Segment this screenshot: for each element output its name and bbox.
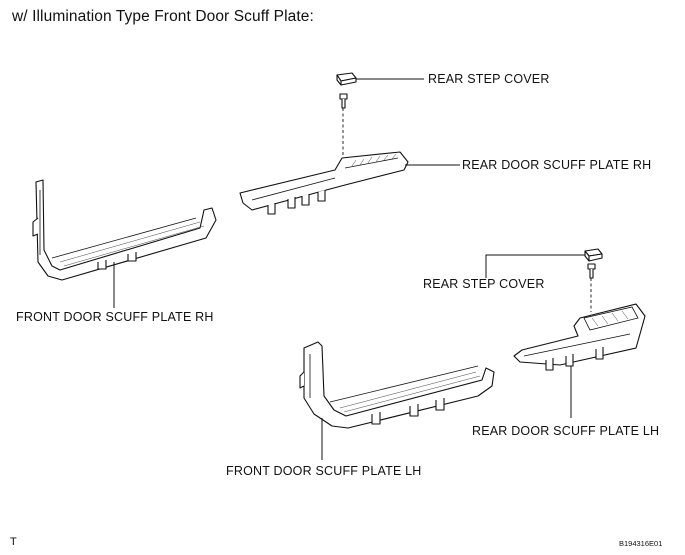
leader-rear-step-cover-bottom bbox=[485, 254, 585, 278]
label-front-door-scuff-plate-rh: FRONT DOOR SCUFF PLATE RH bbox=[16, 310, 214, 324]
label-front-door-scuff-plate-lh: FRONT DOOR SCUFF PLATE LH bbox=[226, 464, 422, 478]
rear-door-scuff-plate-lh-part bbox=[513, 303, 646, 371]
corner-mark: T bbox=[10, 536, 17, 548]
label-rear-door-scuff-plate-lh: REAR DOOR SCUFF PLATE LH bbox=[472, 424, 660, 438]
rear-step-cover-bottom-part bbox=[584, 248, 603, 262]
rear-door-scuff-plate-rh-part bbox=[239, 151, 409, 215]
diagram-heading: w/ Illumination Type Front Door Scuff Pl… bbox=[12, 8, 314, 25]
figure-code: B194316E01 bbox=[619, 539, 663, 548]
clip-bottom bbox=[587, 263, 596, 279]
label-rear-door-scuff-plate-rh: REAR DOOR SCUFF PLATE RH bbox=[462, 158, 652, 172]
front-door-scuff-plate-rh-part bbox=[32, 179, 217, 281]
label-rear-step-cover-top: REAR STEP COVER bbox=[428, 72, 550, 86]
label-rear-step-cover-bottom: REAR STEP COVER bbox=[423, 277, 545, 291]
rear-step-cover-top-part bbox=[336, 72, 357, 86]
front-door-scuff-plate-lh-part bbox=[299, 341, 495, 429]
clip-top bbox=[339, 93, 348, 109]
